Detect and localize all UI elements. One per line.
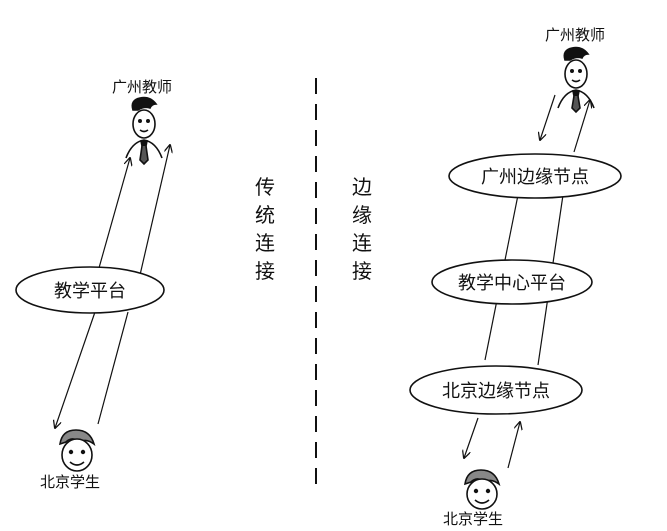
beijing-edge-node: 北京边缘节点 (409, 365, 583, 415)
right-teacher-label: 广州教师 (545, 26, 605, 44)
right-student-icon (464, 469, 501, 510)
left-platform-label: 教学平台 (54, 281, 126, 302)
left-teacher-figure: 广州教师 (112, 78, 172, 166)
left-teacher-label: 广州教师 (112, 78, 172, 96)
left-platform-node: 教学平台 (15, 266, 165, 314)
left-teacher-icon (125, 96, 163, 166)
traditional-char-4: 接 (255, 259, 275, 283)
right-teacher-icon (557, 46, 595, 114)
traditional-char-3: 连 (255, 231, 275, 255)
left-student-label: 北京学生 (40, 473, 100, 491)
teaching-center-node-label: 教学中心平台 (458, 273, 566, 294)
traditional-char-1: 传 (255, 175, 275, 199)
right-teacher-figure: 广州教师 (545, 26, 605, 114)
traditional-connection-label: 传 统 连 接 (255, 175, 275, 283)
left-connection-lines (55, 145, 170, 428)
guangzhou-edge-node-label: 广州边缘节点 (481, 167, 589, 188)
traditional-char-2: 统 (255, 203, 275, 227)
left-student-icon (59, 429, 96, 472)
edge-char-2: 缘 (352, 203, 372, 227)
guangzhou-edge-node: 广州边缘节点 (448, 153, 622, 199)
edge-char-1: 边 (352, 175, 372, 199)
beijing-edge-node-label: 北京边缘节点 (442, 381, 550, 402)
right-student-label: 北京学生 (443, 510, 503, 528)
right-bottom-arrows (464, 417, 520, 469)
right-student-figure: 北京学生 (443, 469, 503, 528)
edge-char-4: 接 (352, 259, 372, 283)
edge-char-3: 连 (352, 231, 372, 255)
left-student-figure: 北京学生 (40, 429, 100, 491)
teaching-center-node: 教学中心平台 (431, 259, 593, 305)
right-top-arrows (540, 94, 590, 153)
edge-connection-label: 边 缘 连 接 (352, 175, 372, 283)
